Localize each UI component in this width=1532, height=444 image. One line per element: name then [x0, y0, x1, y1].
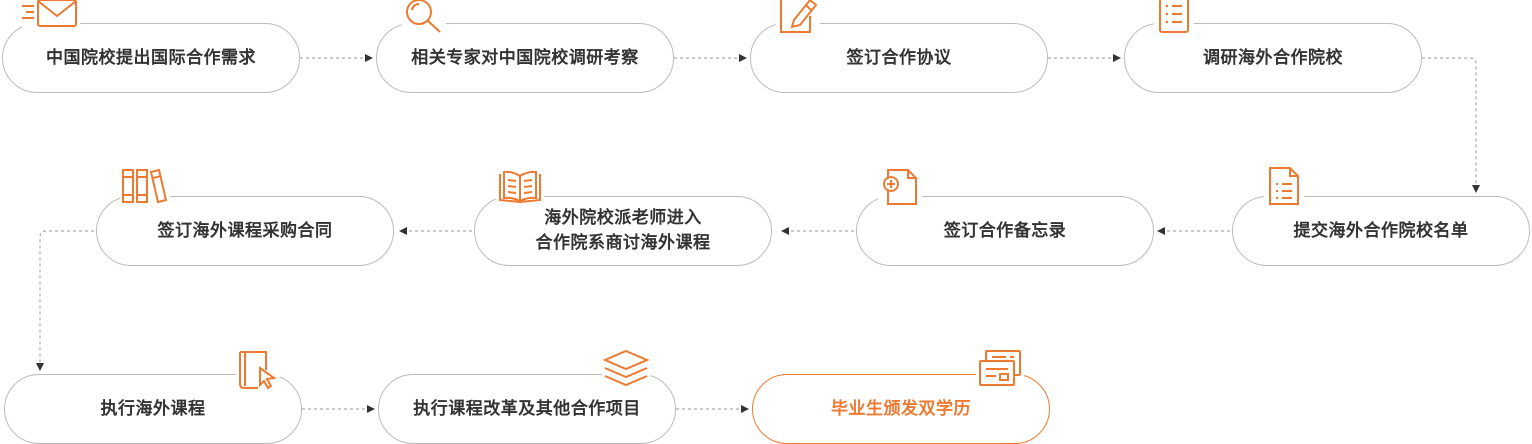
- step-3: 签订合作协议: [750, 23, 1048, 93]
- arrow-8-9: [36, 230, 94, 371]
- step-label: 提交海外合作院校名单: [1293, 220, 1469, 241]
- step-label: 执行海外课程: [100, 398, 206, 419]
- book-cursor-icon: [236, 348, 280, 392]
- step-label: 签订合作协议: [846, 47, 952, 68]
- envelope-icon: [22, 0, 80, 36]
- step-label: 签订海外课程采购合同: [157, 220, 333, 241]
- arrow-4-5: [1422, 57, 1480, 193]
- step-label: 中国院校提出国际合作需求: [46, 47, 256, 68]
- step-10: 执行课程改革及其他合作项目: [378, 374, 676, 444]
- step-label: 相关专家对中国院校调研考察: [411, 47, 639, 68]
- open-book-icon: [496, 168, 544, 206]
- step-8: 签订海外课程采购合同: [96, 196, 394, 266]
- layers-icon: [602, 348, 650, 388]
- document-plus-icon: [878, 166, 922, 208]
- step-label: 海外院校派老师进入 合作院系商讨海外课程: [535, 208, 711, 253]
- books-icon: [120, 166, 170, 206]
- step-label: 执行课程改革及其他合作项目: [413, 398, 641, 419]
- magnifier-icon: [402, 0, 446, 36]
- step-label: 签订合作备忘录: [943, 220, 1067, 241]
- document-list-icon: [1264, 166, 1304, 208]
- checklist-icon: [1154, 0, 1194, 36]
- certificate-icon: [976, 348, 1024, 390]
- step-7: 海外院校派老师进入 合作院系商讨海外课程: [474, 196, 772, 266]
- step-label: 调研海外合作院校: [1203, 47, 1343, 68]
- pen-document-icon: [776, 0, 820, 36]
- step-label: 毕业生颁发双学历: [831, 398, 971, 419]
